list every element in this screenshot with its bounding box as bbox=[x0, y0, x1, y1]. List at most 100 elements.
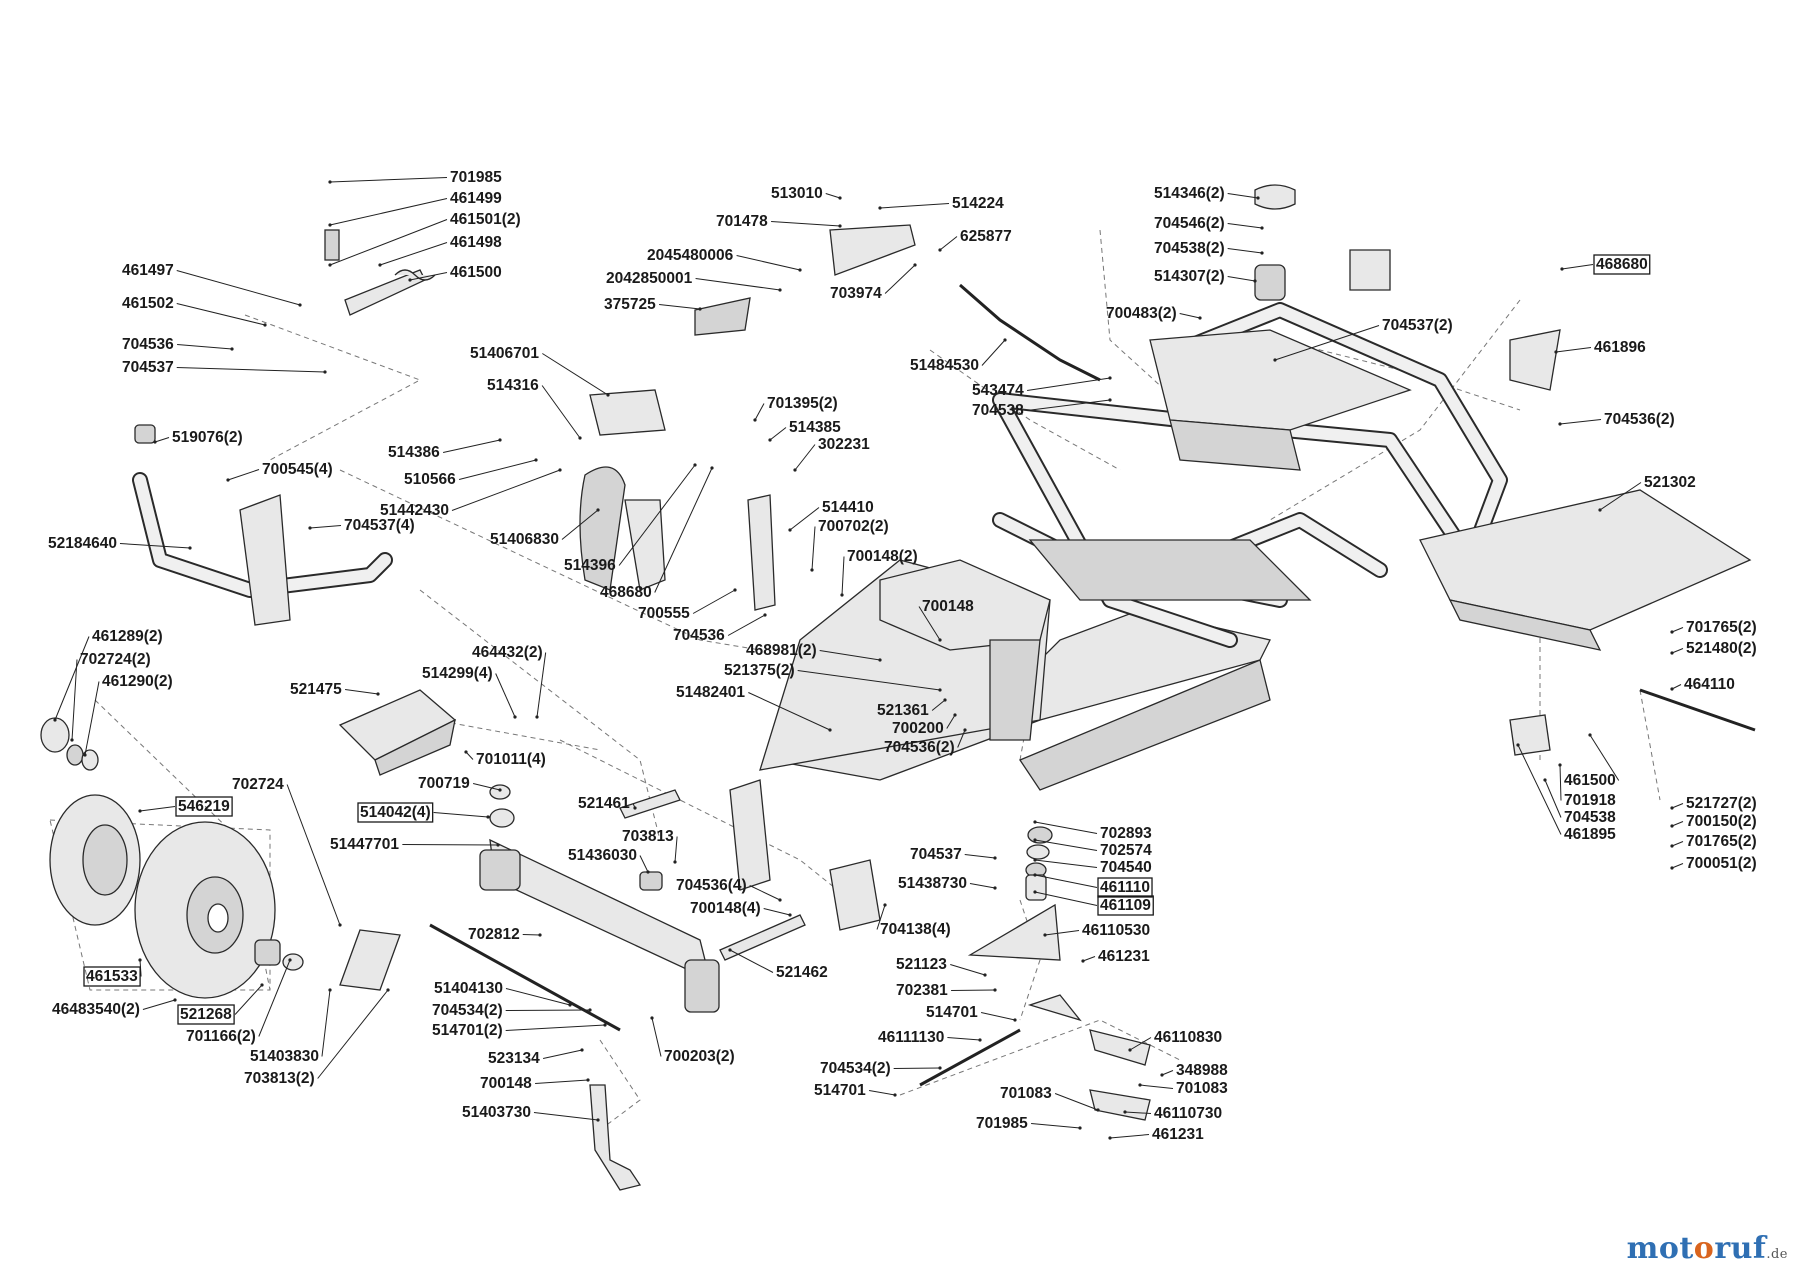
part-number-label: 51438730 bbox=[898, 875, 967, 892]
leader-line bbox=[536, 652, 547, 718]
leader-dot bbox=[288, 958, 292, 962]
leader-dot bbox=[646, 870, 650, 874]
part-number-label: 700719 bbox=[418, 775, 470, 792]
leader-line bbox=[884, 264, 916, 294]
leader-dot bbox=[793, 468, 797, 472]
leader-line bbox=[879, 203, 950, 209]
leader-line bbox=[1671, 627, 1684, 633]
label-box bbox=[177, 1004, 235, 1025]
part-number-label: 700702(2) bbox=[818, 518, 889, 535]
part-number-label: 701765(2) bbox=[1686, 833, 1757, 850]
part-number-label: 521375(2) bbox=[724, 662, 795, 679]
part-number-label: 461895 bbox=[1564, 826, 1616, 843]
leader-line bbox=[771, 221, 841, 227]
leader-line bbox=[939, 236, 958, 251]
front-axle-assembly bbox=[324, 229, 806, 1191]
leader-dot bbox=[538, 933, 542, 937]
leader-line bbox=[258, 959, 291, 1037]
leader-dot bbox=[558, 468, 562, 472]
part-number-label: 704534(2) bbox=[432, 1002, 503, 1019]
leader-line bbox=[869, 1090, 896, 1096]
leader-line bbox=[379, 242, 448, 266]
leader-dot bbox=[496, 843, 500, 847]
leader-line bbox=[729, 949, 774, 973]
leader-dot bbox=[1253, 279, 1257, 283]
part-number-label: 510566 bbox=[404, 471, 456, 488]
leader-dot bbox=[1123, 1110, 1127, 1114]
part-number-label: 514396 bbox=[564, 557, 616, 574]
leader-dot bbox=[586, 1078, 590, 1082]
leader-dot bbox=[328, 223, 332, 227]
leader-dot bbox=[1558, 763, 1562, 767]
part-number-label: 348988 bbox=[1176, 1062, 1228, 1079]
part-number-label: 514410 bbox=[822, 499, 874, 516]
leader-line bbox=[139, 806, 176, 812]
leader-line bbox=[142, 999, 176, 1010]
leader-dot bbox=[83, 753, 87, 757]
part-number-label: 514224 bbox=[952, 195, 1004, 212]
leader-line bbox=[876, 904, 886, 930]
part-number-label: 543474 bbox=[972, 382, 1024, 399]
leader-line bbox=[841, 556, 845, 596]
part-number-label: 514701(2) bbox=[432, 1022, 503, 1039]
leader-dot bbox=[1273, 358, 1277, 362]
part-number-label: 461499 bbox=[450, 190, 502, 207]
leader-line bbox=[763, 908, 791, 916]
part-number-label: 461231 bbox=[1152, 1126, 1204, 1143]
leader-dot bbox=[1670, 651, 1674, 655]
leader-line bbox=[1671, 841, 1684, 847]
leader-line bbox=[1034, 874, 1098, 888]
leader-line bbox=[1082, 956, 1096, 962]
part-number-label: 701083 bbox=[1176, 1080, 1228, 1097]
leader-line bbox=[754, 403, 765, 421]
leader-dot bbox=[883, 903, 887, 907]
controls-assembly bbox=[579, 224, 1561, 756]
leader-dot bbox=[913, 263, 917, 267]
watermark-suffix: .de bbox=[1766, 1247, 1788, 1262]
leader-line bbox=[1034, 859, 1098, 868]
leader-dot bbox=[733, 588, 737, 592]
leader-line bbox=[1671, 863, 1684, 869]
part-number-label: 523134 bbox=[488, 1050, 540, 1067]
label-box bbox=[175, 796, 233, 817]
part-number-label: 703813(2) bbox=[244, 1070, 315, 1087]
leader-line bbox=[1671, 821, 1684, 827]
part-number-callouts: 701985461499461501(2)4614984615004614974… bbox=[48, 169, 1757, 1143]
leader-dot bbox=[778, 288, 782, 292]
leader-line bbox=[84, 681, 100, 756]
part-number-label: 51406701 bbox=[470, 345, 539, 362]
part-number-label: 461533 bbox=[86, 968, 138, 985]
leader-dot bbox=[1198, 316, 1202, 320]
leader-line bbox=[1227, 276, 1256, 282]
part-number-label: 2042850001 bbox=[606, 270, 693, 287]
part-number-label: 704537 bbox=[910, 846, 962, 863]
part-number-label: 704536(4) bbox=[676, 877, 747, 894]
leader-line bbox=[1027, 399, 1111, 411]
leader-dot bbox=[603, 1023, 607, 1027]
leader-line bbox=[329, 219, 448, 266]
part-number-label: 46110530 bbox=[1082, 922, 1150, 939]
part-number-label: 464110 bbox=[1684, 676, 1735, 693]
part-number-label: 700051(2) bbox=[1686, 855, 1757, 872]
leader-line bbox=[1671, 803, 1684, 809]
leader-line bbox=[947, 1037, 981, 1041]
leader-dot bbox=[1670, 844, 1674, 848]
part-number-label: 468981(2) bbox=[746, 642, 817, 659]
part-number-label: 704538 bbox=[972, 402, 1024, 419]
leader-line bbox=[309, 525, 342, 529]
leader-dot bbox=[230, 347, 234, 351]
leader-dot bbox=[838, 196, 842, 200]
leader-line bbox=[542, 1049, 583, 1059]
part-number-label: 700545(4) bbox=[262, 461, 333, 478]
leader-dot bbox=[1516, 743, 1520, 747]
leader-line bbox=[227, 469, 260, 481]
part-number-label: 46110830 bbox=[1154, 1029, 1222, 1046]
leader-line bbox=[154, 437, 170, 443]
part-number-label: 701985 bbox=[450, 169, 502, 186]
leader-line bbox=[542, 353, 609, 396]
label-box bbox=[357, 802, 434, 823]
leader-dot bbox=[893, 1093, 897, 1097]
part-number-label: 514386 bbox=[388, 444, 440, 461]
label-box bbox=[1097, 895, 1154, 916]
